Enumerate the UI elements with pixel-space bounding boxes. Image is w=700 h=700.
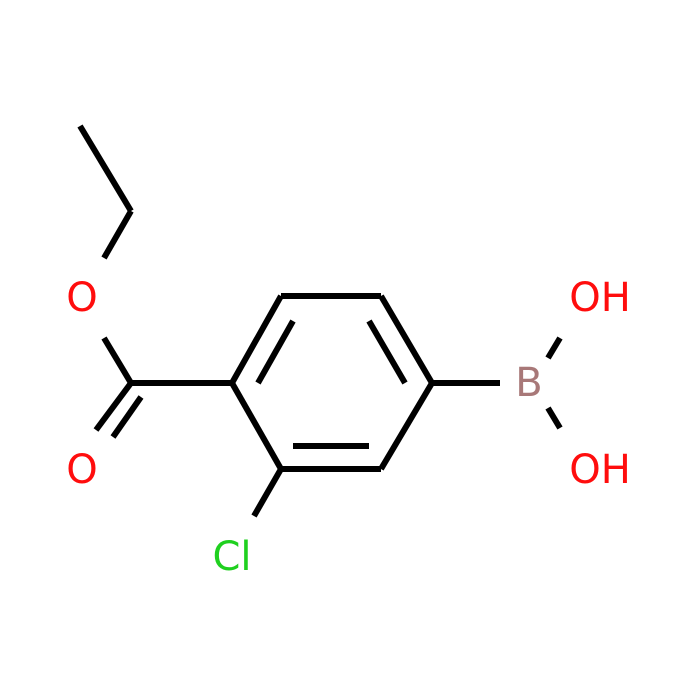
ethyl-group xyxy=(77,124,134,260)
atom-label-hydroxyl-top: OH xyxy=(569,275,631,321)
ring-bond-3 xyxy=(378,294,435,385)
bond-boron-oh-bottom xyxy=(545,406,563,430)
bond-carbonyl-double-2 xyxy=(110,395,144,439)
boronic-acid-group xyxy=(432,336,563,430)
atom-label-chlorine: Cl xyxy=(212,534,251,580)
ester-group xyxy=(93,336,232,439)
bond-ring-chlorine xyxy=(251,467,284,518)
atom-label-boron: B xyxy=(515,360,542,406)
bond-ch2-o-ester xyxy=(101,209,134,260)
ring-inner-bond-right xyxy=(366,319,408,385)
bond-ch3-ch2 xyxy=(77,124,134,213)
atom-label-hydroxyl-bottom: OH xyxy=(569,447,631,493)
bond-carbonyl-double-1 xyxy=(93,381,134,432)
ring-bond-1 xyxy=(229,294,284,385)
bond-boron-oh-top xyxy=(545,336,563,360)
benzene-ring xyxy=(229,293,435,472)
atom-label-ester-oxygen: O xyxy=(66,275,97,321)
bond-o-ester-carbonyl-c xyxy=(101,336,134,385)
ring-bond-6 xyxy=(229,381,284,471)
ring-inner-bond-left xyxy=(255,319,296,385)
ring-bond-4 xyxy=(378,381,435,471)
atom-label-carbonyl-oxygen: O xyxy=(66,447,97,493)
